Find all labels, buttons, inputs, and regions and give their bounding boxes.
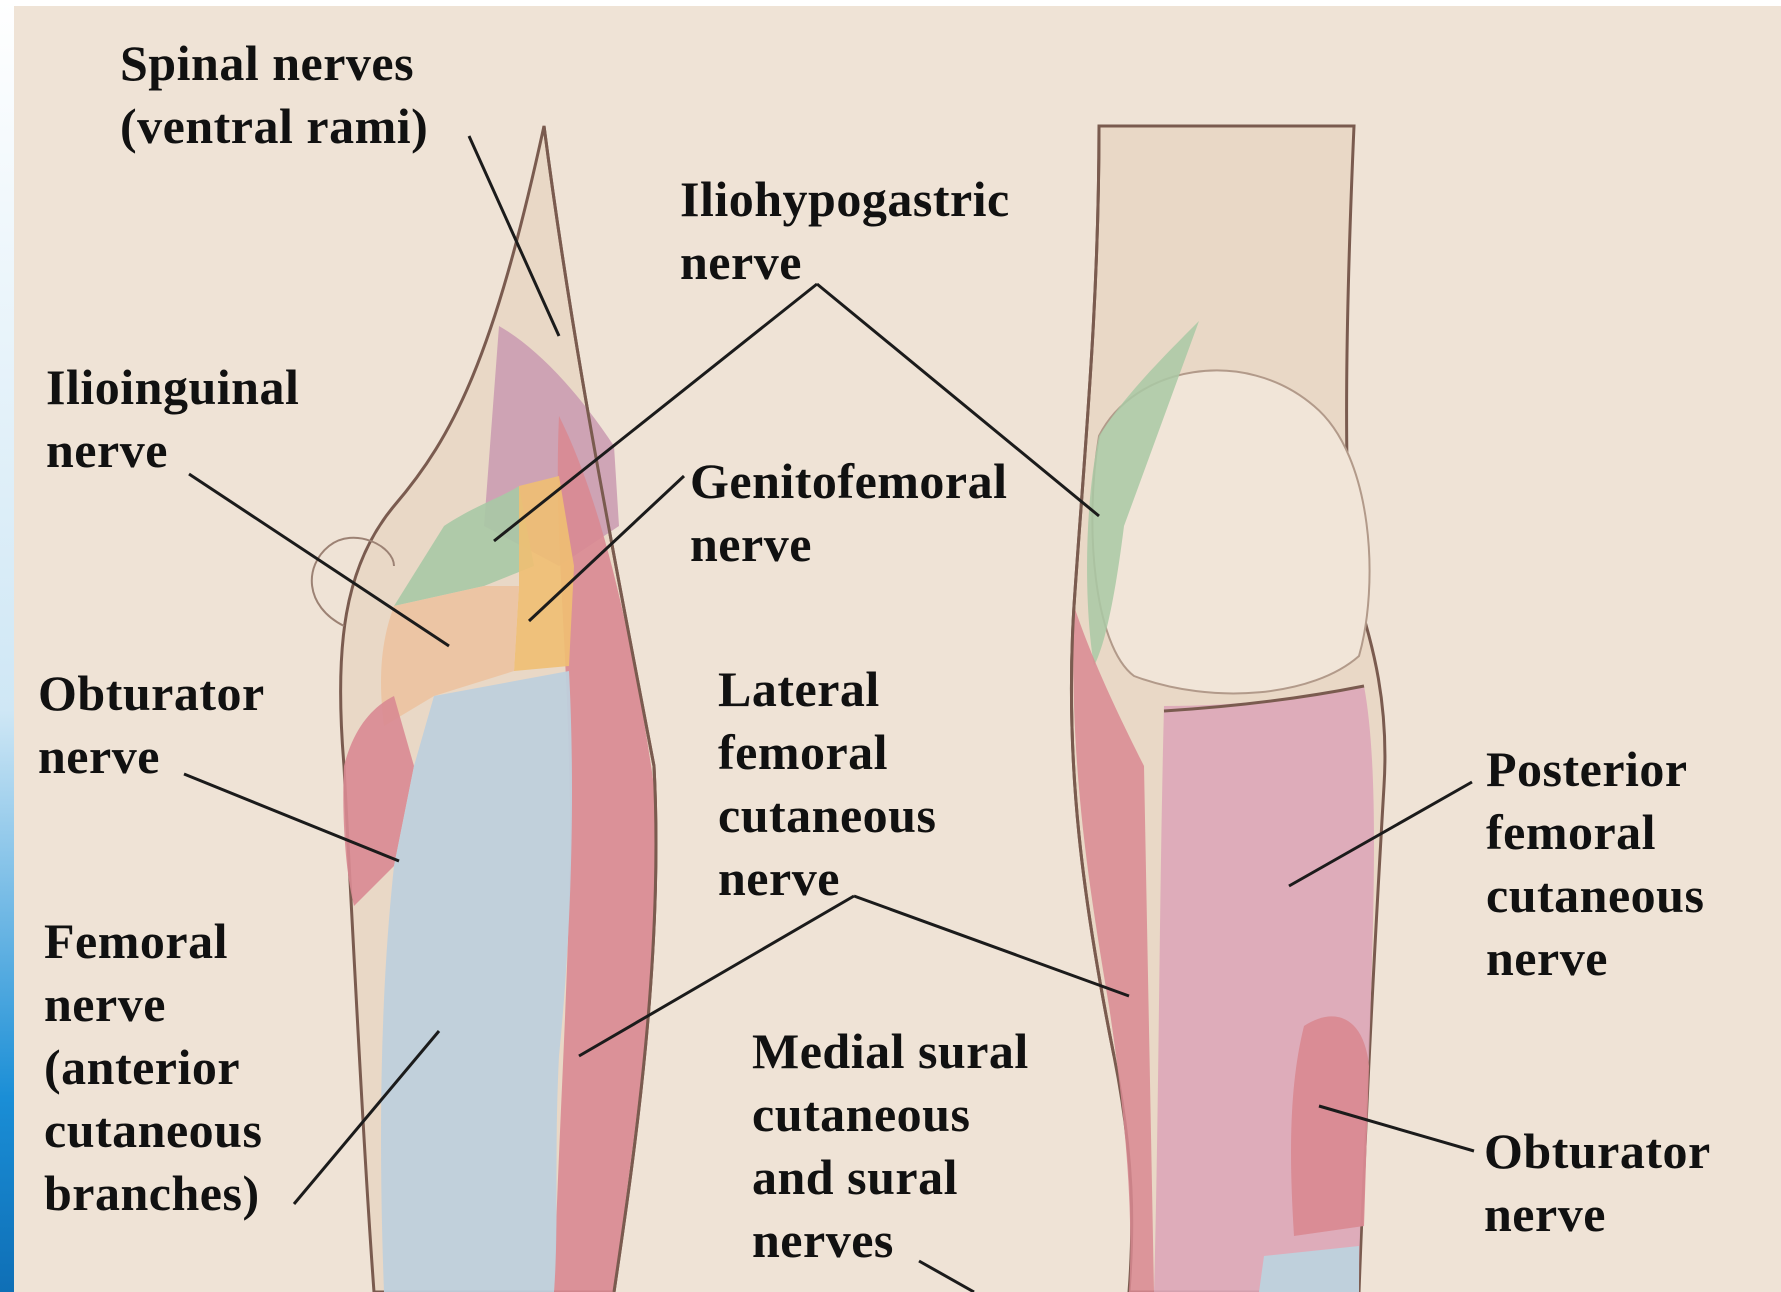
label-iliohypogastric-nerve: Iliohypogastric nerve bbox=[680, 168, 1010, 294]
label-genitofemoral-nerve: Genitofemoral nerve bbox=[690, 450, 1008, 576]
label-femoral-nerve: Femoral nerve (anterior cutaneous branch… bbox=[44, 910, 262, 1225]
label-medial-sural-nerves: Medial sural cutaneous and sural nerves bbox=[752, 1020, 1029, 1272]
label-obturator-nerve-left: Obturator nerve bbox=[38, 662, 265, 788]
label-obturator-nerve-right: Obturator nerve bbox=[1484, 1120, 1711, 1246]
label-ilioinguinal-nerve: Ilioinguinal nerve bbox=[46, 356, 299, 482]
label-lateral-femoral-cutaneous-nerve: Lateral femoral cutaneous nerve bbox=[718, 658, 936, 910]
pink-zone-obturator-right bbox=[1291, 1016, 1369, 1236]
label-posterior-femoral-cutaneous-nerve: Posterior femoral cutaneous nerve bbox=[1486, 738, 1704, 990]
label-spinal-nerves: Spinal nerves (ventral rami) bbox=[120, 32, 428, 158]
